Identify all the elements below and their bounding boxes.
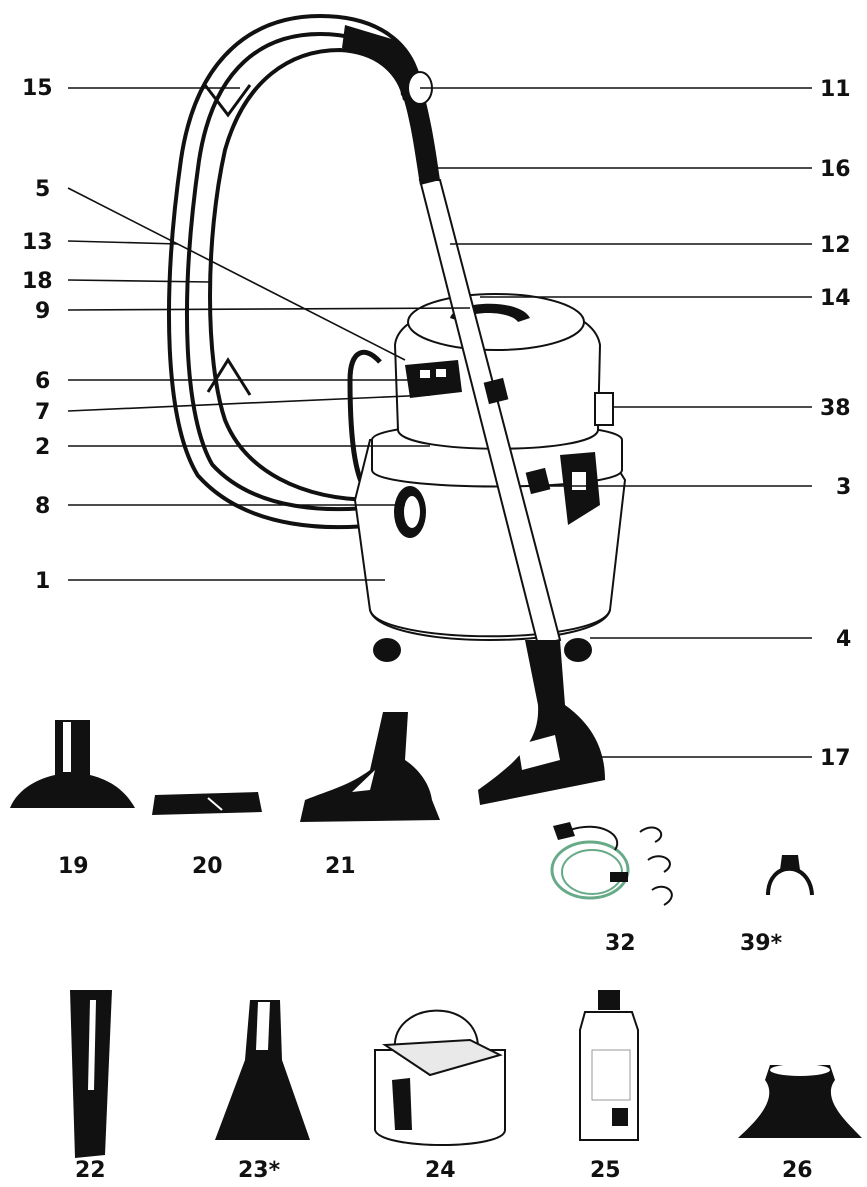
label-2: 2 <box>35 435 50 460</box>
label-14: 14 <box>820 286 851 311</box>
label-17: 17 <box>820 746 851 771</box>
label-1: 1 <box>35 569 50 594</box>
label-24: 24 <box>425 1158 456 1183</box>
hand-nozzle <box>215 1000 310 1140</box>
power-cord <box>550 822 673 906</box>
hose-handle <box>342 25 440 185</box>
upholstery-nozzle <box>10 720 135 808</box>
castor-right <box>564 638 592 662</box>
floor-nozzle <box>300 712 440 822</box>
label-13: 13 <box>22 230 53 255</box>
crevice-tool <box>70 990 112 1158</box>
label-25: 25 <box>590 1158 621 1183</box>
brush-strip <box>152 792 262 815</box>
castor-left <box>373 638 401 662</box>
label-38: 38 <box>820 396 851 421</box>
label-16: 16 <box>820 157 851 182</box>
label-3: 3 <box>836 475 851 500</box>
label-20: 20 <box>192 854 223 879</box>
label-26: 26 <box>782 1158 813 1183</box>
label-19: 19 <box>58 854 89 879</box>
label-4: 4 <box>836 627 851 652</box>
label-22: 22 <box>75 1158 106 1183</box>
label-39: 39* <box>740 931 783 956</box>
leader-lines <box>67 87 812 758</box>
label-8: 8 <box>35 494 50 519</box>
spray-extraction-nozzle <box>478 640 605 805</box>
detergent-tank <box>374 1009 506 1146</box>
label-5: 5 <box>35 177 50 202</box>
label-18: 18 <box>22 269 53 294</box>
label-11: 11 <box>820 77 851 102</box>
label-32: 32 <box>605 931 636 956</box>
vacuum-cleaner <box>167 13 627 805</box>
label-9: 9 <box>35 299 50 324</box>
label-23: 23* <box>238 1158 281 1183</box>
adapter <box>738 1064 862 1138</box>
hose-clip <box>766 855 814 896</box>
power-switch <box>405 360 462 398</box>
label-15: 15 <box>22 76 53 101</box>
callout-labels: 15 5 13 18 9 6 7 2 8 1 11 16 12 14 38 3 … <box>22 76 851 1183</box>
label-12: 12 <box>820 233 851 258</box>
label-21: 21 <box>325 854 356 879</box>
power-cable-loop <box>208 47 407 502</box>
detergent-bottle <box>579 990 639 1141</box>
label-7: 7 <box>35 400 50 425</box>
label-6: 6 <box>35 369 50 394</box>
